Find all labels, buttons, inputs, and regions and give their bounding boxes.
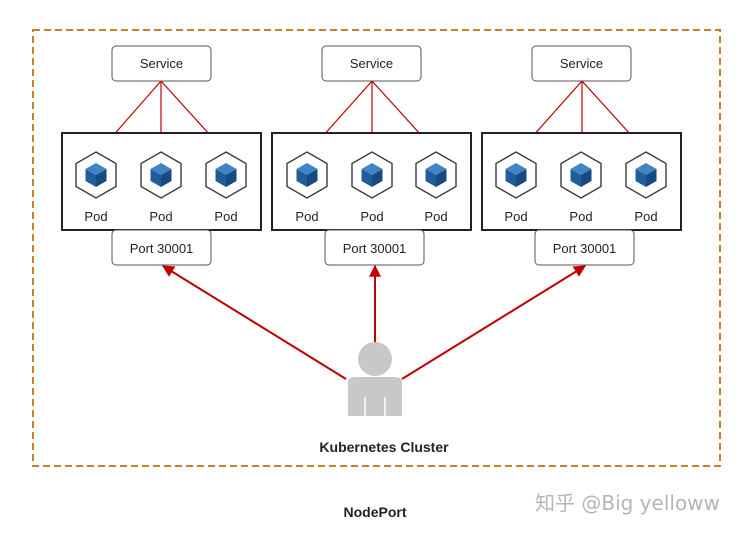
node-group-1: Service Pod Pod Pod Port 30001 — [61, 45, 262, 266]
cluster-label: Kubernetes Cluster — [319, 439, 449, 455]
port-box[interactable] — [534, 229, 635, 266]
port-label: Port 30001 — [343, 241, 407, 256]
pod-label: Pod — [214, 209, 237, 224]
pod-label: Pod — [634, 209, 657, 224]
service-label: Service — [140, 56, 183, 71]
service-box[interactable] — [321, 45, 422, 82]
client-arrow-right — [401, 265, 587, 380]
service-box[interactable] — [531, 45, 632, 82]
pod-label: Pod — [295, 209, 318, 224]
pod-label: Pod — [149, 209, 172, 224]
node-group-2: Service Pod Pod Pod Port 30001 — [271, 45, 472, 266]
port-label: Port 30001 — [553, 241, 617, 256]
pod-label: Pod — [424, 209, 447, 224]
cluster-boundary — [32, 29, 721, 467]
user-icon — [348, 342, 402, 416]
pod-label: Pod — [504, 209, 527, 224]
service-label: Service — [350, 56, 393, 71]
port-label: Port 30001 — [130, 241, 194, 256]
port-box[interactable] — [111, 229, 212, 266]
pod-label: Pod — [84, 209, 107, 224]
node-group-3: Service Pod Pod Pod Port 30001 — [481, 45, 682, 266]
service-box[interactable] — [111, 45, 212, 82]
pod-label: Pod — [360, 209, 383, 224]
pod-label: Pod — [569, 209, 592, 224]
watermark: 知乎 @Big yelloww — [535, 491, 720, 515]
client-arrow-left — [161, 265, 347, 380]
service-label: Service — [560, 56, 603, 71]
diagram-caption: NodePort — [344, 504, 407, 520]
